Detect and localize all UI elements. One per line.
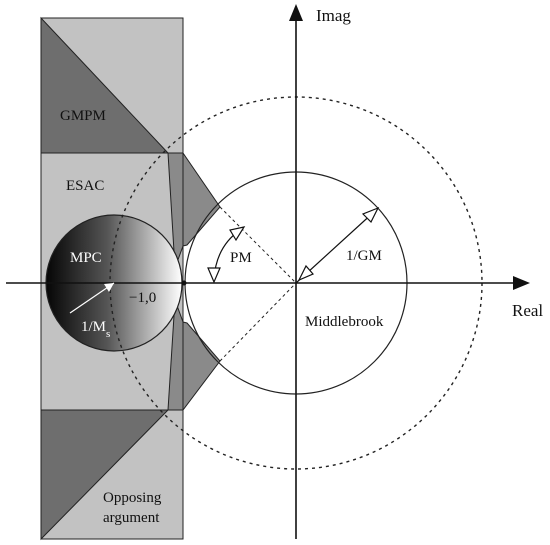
pm-lower-diagonal [219,282,297,362]
critical-point-marker [181,280,187,286]
middlebrook-label: Middlebrook [305,314,384,330]
pm-arrowhead-bottom [207,267,221,284]
opposing-label-line1: Opposing [103,490,162,506]
imag-axis-arrow [289,4,303,21]
imag-axis-label: Imag [316,6,351,25]
gm-arrowhead-outer [361,206,380,224]
gm-arrowhead-inner [297,264,314,282]
ms-label: 1/Ms [81,319,110,340]
real-axis-label: Real [512,301,543,320]
pm-upper-diagonal [219,206,297,284]
critical-point-label: −1,0 [129,290,156,306]
gm-label: 1/GM [346,248,382,264]
ms-radius-arrowhead [104,283,114,292]
esac-label: ESAC [66,178,104,194]
opposing-label-line2: argument [103,510,160,526]
pm-arrowhead-top [229,226,246,242]
upper-outer-wedge [182,151,221,247]
real-axis-arrow [513,276,530,290]
pm-label: PM [230,250,252,266]
gmpm-label: GMPM [60,108,106,124]
mpc-label: MPC [70,250,102,266]
lower-outer-wedge [182,321,221,412]
